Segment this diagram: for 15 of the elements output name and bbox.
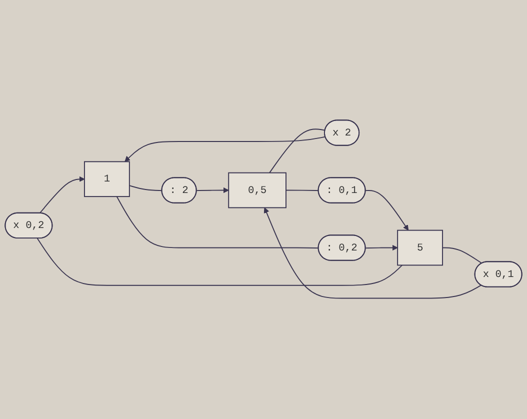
connector <box>286 190 320 192</box>
arrow <box>365 190 409 231</box>
connector <box>442 248 482 264</box>
connector <box>36 238 403 286</box>
arrow <box>196 188 229 194</box>
node-box: 5 <box>397 230 444 266</box>
arrow <box>365 245 398 251</box>
connector <box>116 196 320 249</box>
connector <box>269 128 326 174</box>
arrow <box>124 136 326 162</box>
node-box: 1 <box>84 161 130 198</box>
arrow <box>264 208 482 300</box>
node-box: 0,5 <box>228 172 286 208</box>
connector <box>128 185 163 192</box>
arrow <box>39 176 85 214</box>
